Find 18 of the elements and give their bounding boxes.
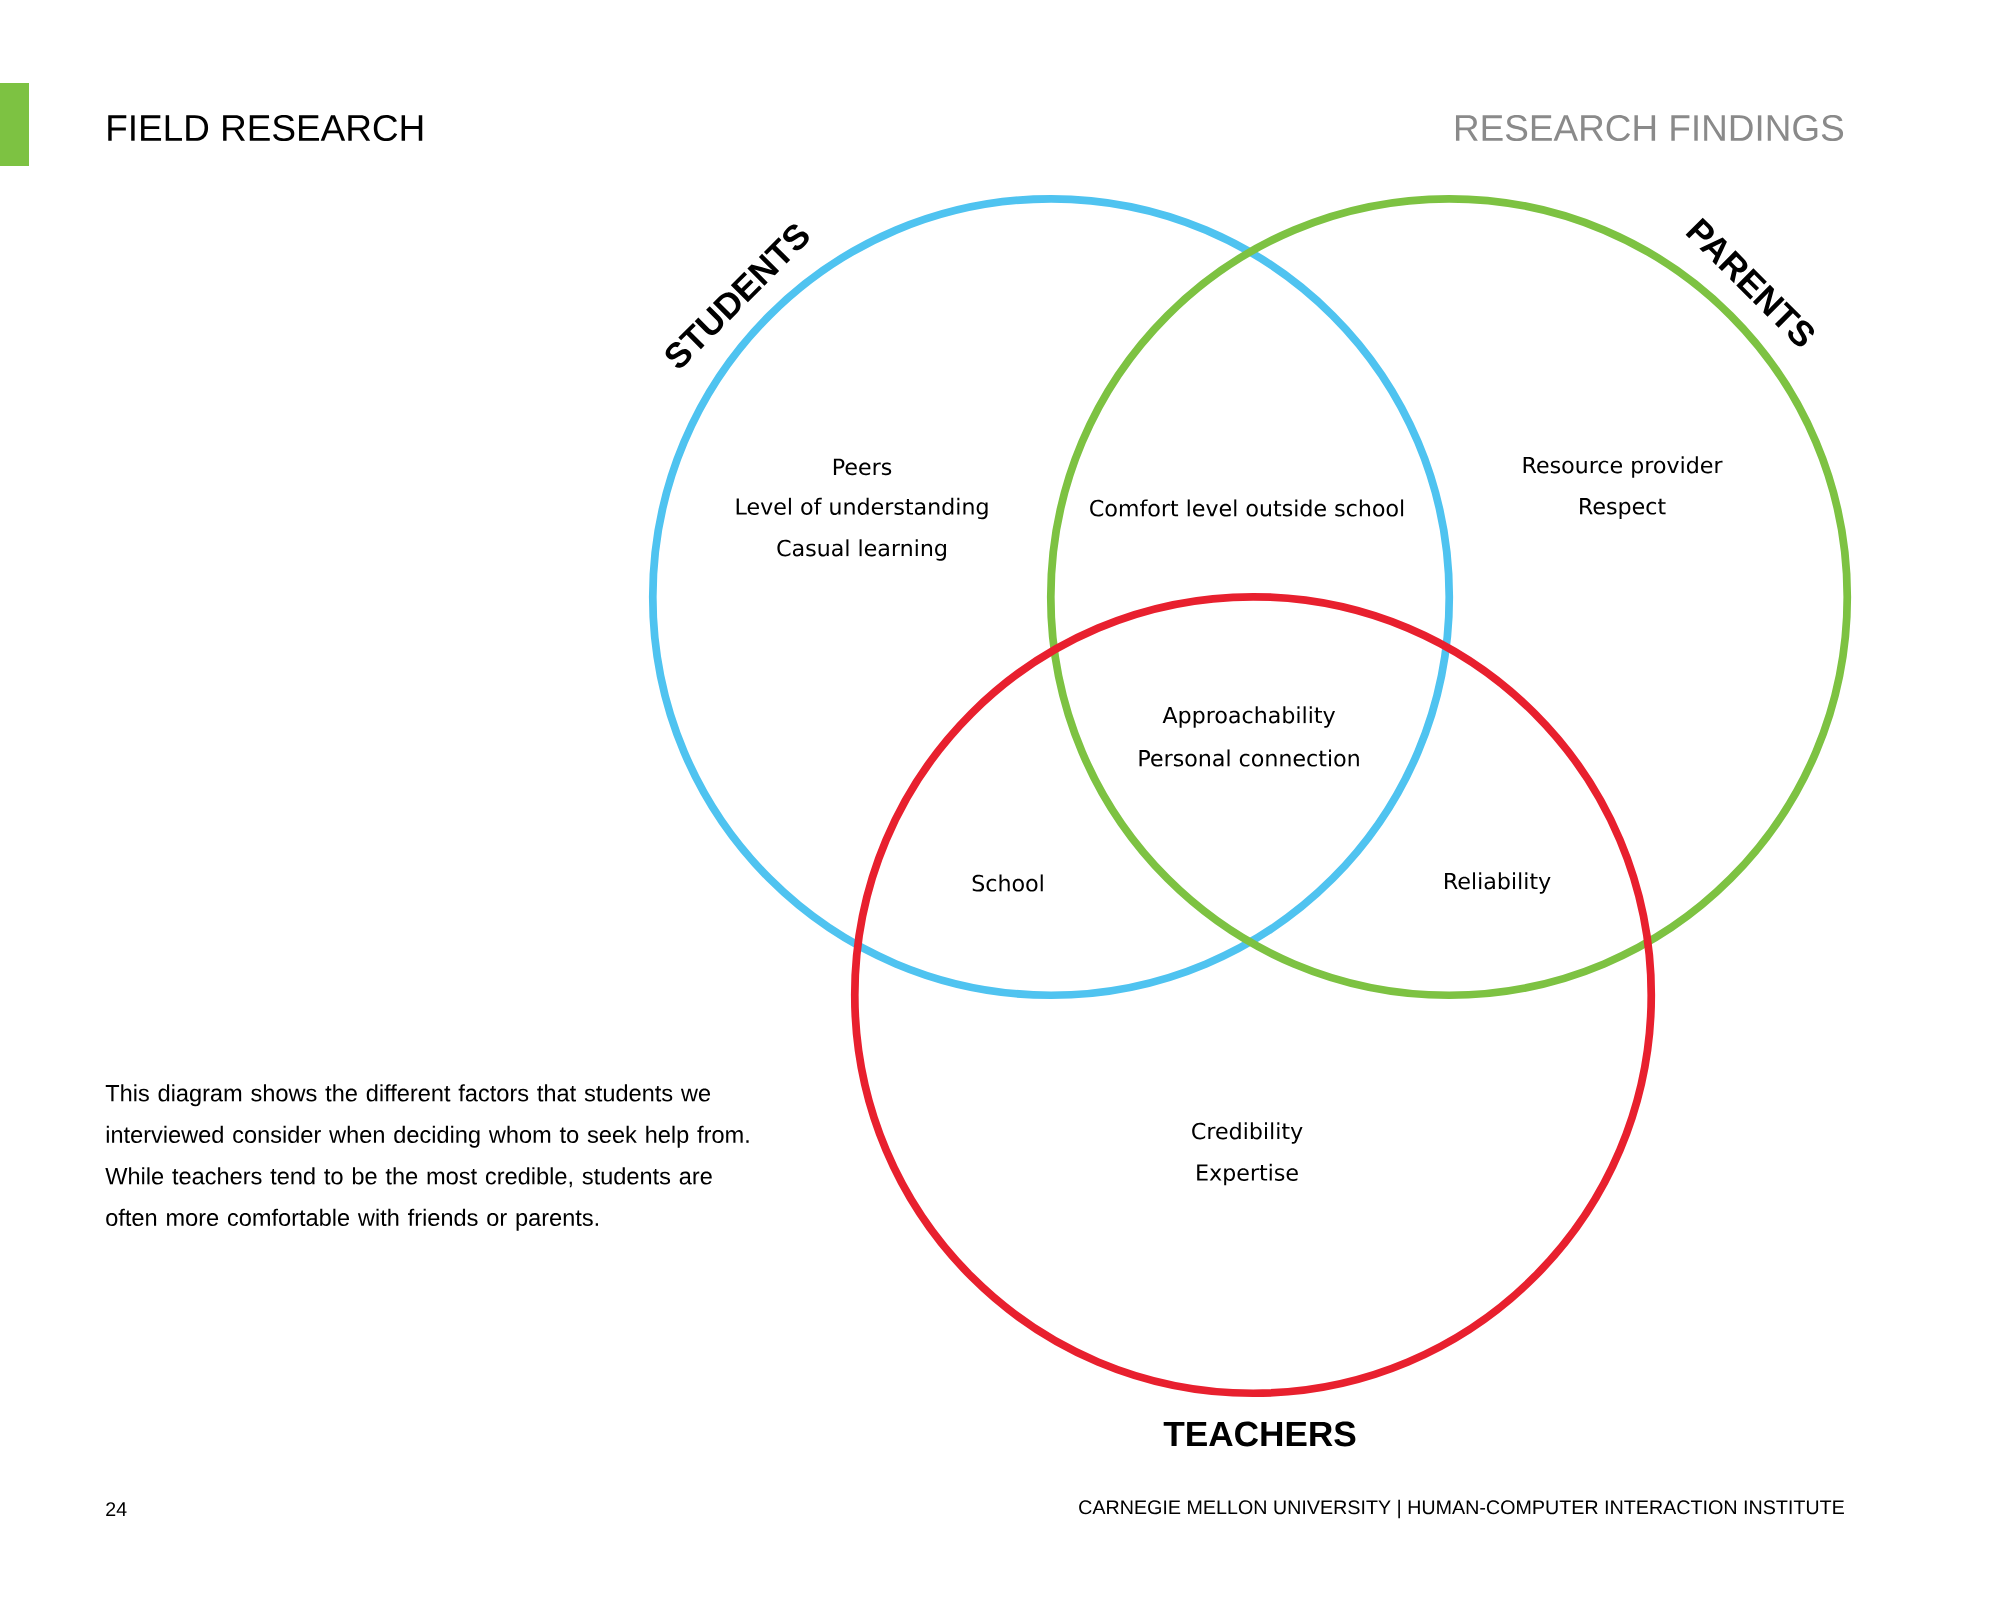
circle-heading: TEACHERS bbox=[1163, 1421, 1356, 1447]
region-label: School bbox=[972, 874, 1043, 892]
region-label: Reliability bbox=[1445, 872, 1551, 894]
region-label: Peers bbox=[833, 458, 892, 476]
page-title: FIELD RESEARCH bbox=[108, 114, 423, 142]
region-label: Comfort level outside school bbox=[1090, 499, 1404, 517]
footer-text: CARNEGIE MELLON UNIVERSITY | HUMAN-COMPUTER INTERACTION INSTITUTE bbox=[1079, 1499, 1844, 1519]
region-label: Expertise bbox=[1197, 1163, 1298, 1186]
region-label: Credibility bbox=[1192, 1122, 1303, 1144]
region-label: Level of understanding bbox=[736, 497, 988, 520]
page-number: 24 bbox=[106, 1502, 127, 1516]
region-label: Personal connection bbox=[1139, 749, 1359, 767]
region-label: Respect bbox=[1580, 498, 1666, 519]
section-heading: RESEARCH FINDINGS bbox=[1456, 114, 1844, 142]
region-label: Resource provider bbox=[1523, 456, 1723, 478]
region-label: Casual learning bbox=[777, 539, 946, 561]
region-label: Approachability bbox=[1162, 706, 1335, 728]
caption-paragraph: This diagram shows the different factors that students we interviewed consider when deciding whom to seek help from. While teachers tend to be the most credible, students are often more comfortable with friends or parents. bbox=[105, 1084, 749, 1231]
